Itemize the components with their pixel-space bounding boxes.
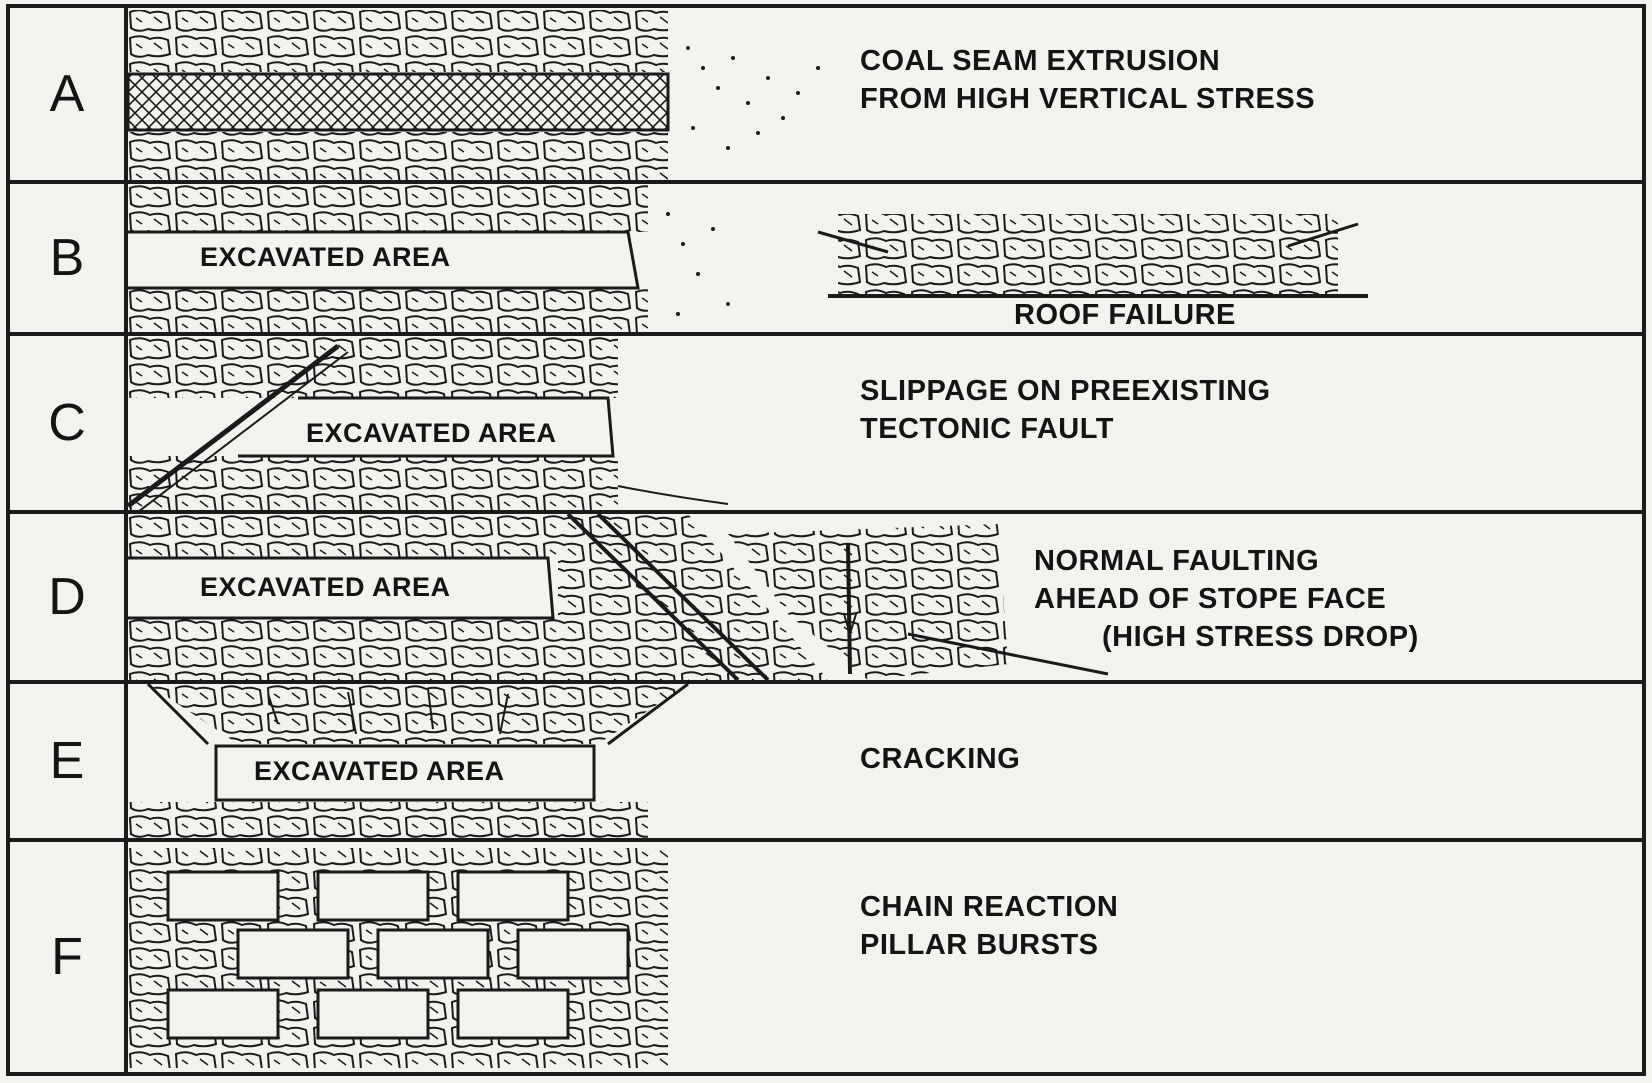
row-e: E EXCAVATED AREA CRACKING	[10, 684, 1642, 842]
row-d: D EXCAVATED AREA NORMAL FAULTING AHEAD O…	[10, 514, 1642, 684]
excavated-area-label: EXCAVATED AREA	[194, 240, 457, 275]
row-b: B EXCAVATED AREA ROOF FAILURE	[10, 184, 1642, 336]
caption-e: CRACKING	[860, 740, 1020, 778]
row-letter: F	[10, 842, 128, 1072]
caption-a: COAL SEAM EXTRUSION FROM HIGH VERTICAL S…	[860, 42, 1315, 118]
caption-b: ROOF FAILURE	[1014, 296, 1236, 334]
diagram-frame: A	[6, 4, 1646, 1076]
row-letter: C	[10, 336, 128, 510]
row-letter: D	[10, 514, 128, 680]
row-letter: A	[10, 8, 128, 180]
row-letter: B	[10, 184, 128, 332]
caption-f: CHAIN REACTION PILLAR BURSTS	[860, 888, 1118, 964]
caption-c: SLIPPAGE ON PREEXISTING TECTONIC FAULT	[860, 372, 1271, 448]
caption-d: NORMAL FAULTING AHEAD OF STOPE FACE (HIG…	[1034, 542, 1419, 656]
row-a: A	[10, 8, 1642, 184]
row-c: C EXCAVATED AREA SLIPPAGE ON PREEXISTING…	[10, 336, 1642, 514]
excavated-area-label: EXCAVATED AREA	[248, 754, 511, 789]
row-f: F CHAIN REACTION PILLAR BURSTS	[10, 842, 1642, 1072]
row-letter: E	[10, 684, 128, 838]
excavated-area-label: EXCAVATED AREA	[194, 570, 457, 605]
excavated-area-label: EXCAVATED AREA	[300, 416, 563, 451]
